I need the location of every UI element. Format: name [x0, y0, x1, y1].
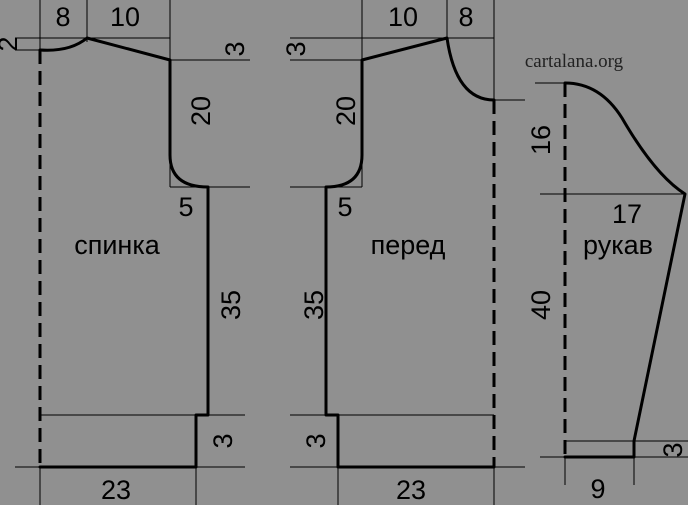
front-outline	[324, 36, 496, 469]
front-dim-armhole-inset: 5	[337, 192, 352, 222]
front-dim-armhole-depth: 20	[331, 96, 361, 126]
front-dim-shoulder-width: 10	[388, 2, 418, 32]
back-dim-hem-band: 3	[208, 433, 238, 448]
front-dim-side-length: 35	[299, 290, 329, 320]
front-dim-half-width: 23	[396, 475, 426, 505]
sleeve-outline	[563, 81, 687, 459]
front-dim-shoulder-drop: 3	[281, 41, 311, 56]
back-piece: 8 10 2 3 20 5 35 3 23 спинка	[0, 0, 250, 505]
back-dim-shoulder-drop: 3	[220, 41, 250, 56]
front-piece-label: перед	[371, 230, 446, 260]
sleeve-dim-cap-width: 17	[612, 199, 642, 229]
sleeve-piece: 16 17 40 3 9 рукав	[526, 81, 688, 504]
back-dim-neck-width: 8	[55, 2, 70, 32]
back-dim-side-length: 35	[216, 290, 246, 320]
back-dim-half-width: 23	[101, 475, 131, 505]
sleeve-piece-label: рукав	[583, 230, 653, 260]
sleeve-dim-cuff-band: 3	[658, 442, 688, 457]
back-dim-neck-drop: 2	[0, 36, 23, 51]
sleeve-dim-cuff-width: 9	[590, 474, 605, 504]
front-dim-hem-band: 3	[301, 433, 331, 448]
front-dim-neck-width: 8	[458, 2, 473, 32]
back-dim-armhole-inset: 5	[178, 192, 193, 222]
sleeve-dim-length: 40	[526, 290, 556, 320]
back-outline	[38, 36, 210, 469]
sleeve-dim-cap-height: 16	[526, 125, 556, 155]
back-dim-shoulder-width: 10	[110, 2, 140, 32]
back-dim-armhole-depth: 20	[186, 96, 216, 126]
back-piece-label: спинка	[74, 230, 161, 260]
front-piece: 10 8 3 20 5 35 3 23 перед	[281, 0, 525, 505]
site-watermark: cartalana.org	[525, 51, 624, 72]
